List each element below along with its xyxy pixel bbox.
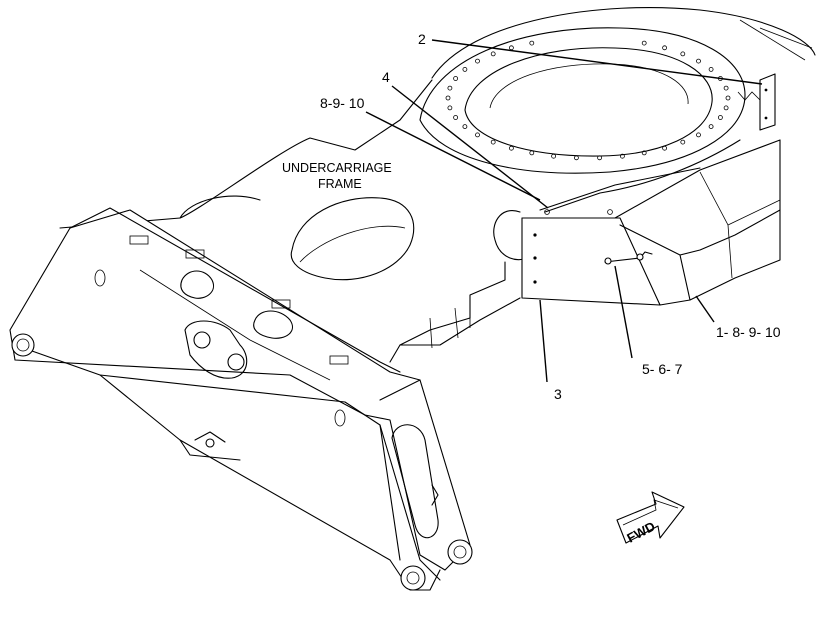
bolt-hole	[662, 45, 667, 51]
frame-label-line1: UNDERCARRIAGE	[282, 161, 392, 175]
forward-direction-arrow: FWD	[616, 491, 685, 546]
counterweight-assembly	[521, 73, 781, 306]
bolt-hole	[641, 40, 647, 46]
bolt-hole	[462, 67, 468, 72]
bolt-hole	[490, 139, 496, 145]
bolt-hole	[447, 105, 453, 111]
bolt-hole	[475, 58, 480, 64]
bolt-hole	[490, 51, 496, 57]
bolt-hole	[445, 95, 451, 101]
bolt-hole	[447, 85, 453, 91]
bolt-hole	[662, 145, 667, 151]
bolt-hole	[641, 150, 647, 156]
bolt-hole	[620, 153, 625, 159]
bolt-hole	[508, 45, 514, 51]
callout-3: 3	[554, 386, 562, 402]
frame-label-line2: FRAME	[318, 177, 362, 191]
bolt-hole	[718, 115, 723, 120]
bolt-hole	[453, 115, 459, 120]
bolt-hole	[574, 155, 579, 161]
bolt-hole	[462, 124, 468, 129]
bolt-hole	[696, 132, 701, 138]
bolt-hole	[708, 124, 714, 129]
bolt-hole	[680, 139, 686, 145]
undercarriage-frame	[59, 79, 526, 363]
bolt-hole	[453, 76, 459, 81]
swing-bearing-ring	[419, 6, 816, 174]
bolt-hole	[475, 132, 480, 138]
bolt-hole	[723, 105, 729, 111]
bolt-hole	[597, 155, 602, 161]
callout-5-6-7: 5- 6- 7	[642, 361, 683, 377]
track-frame	[9, 207, 473, 591]
bolt-hole	[708, 67, 714, 72]
bolt-hole	[551, 153, 556, 159]
bolt-hole	[725, 95, 731, 101]
callout-8-9-10: 8-9- 10	[320, 95, 365, 111]
bolt-hole	[723, 85, 729, 91]
bolt-hole	[529, 150, 535, 156]
bolt-hole	[696, 58, 701, 64]
leader-lines	[365, 39, 763, 383]
callout-4: 4	[382, 69, 390, 85]
bolt-hole	[508, 145, 514, 151]
callout-2: 2	[418, 31, 426, 47]
bolt-hole	[529, 40, 535, 46]
callout-1-8-9-10: 1- 8- 9- 10	[716, 324, 781, 340]
bolt-holes	[445, 40, 731, 161]
bolt-hole	[680, 51, 686, 57]
